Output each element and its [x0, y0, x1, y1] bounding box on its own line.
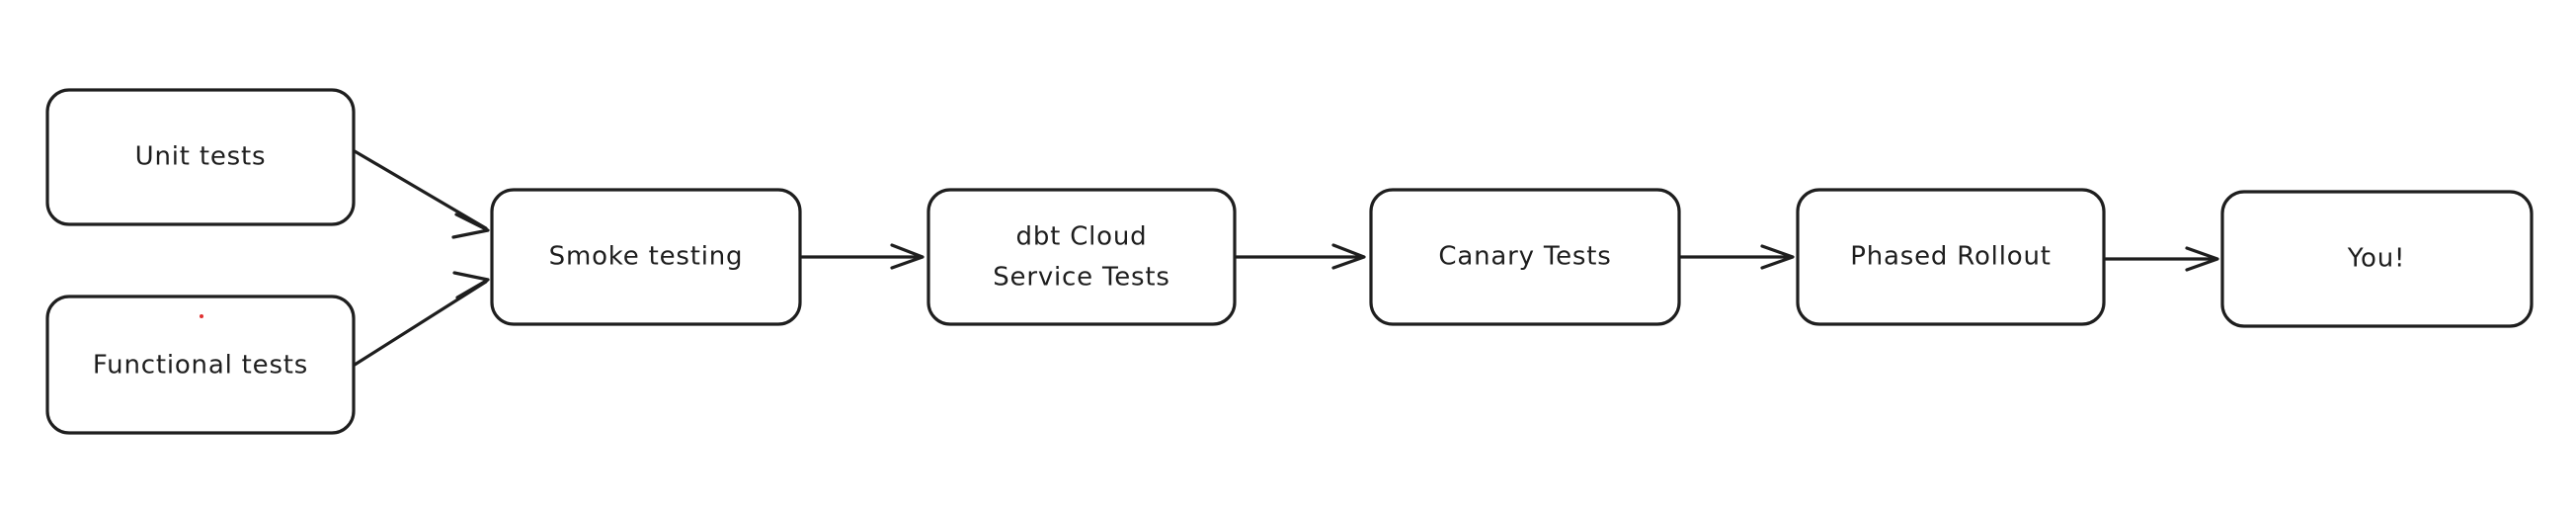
node-unit-tests-shape[interactable] — [45, 88, 356, 226]
edge-unit-to-smoke — [353, 149, 490, 239]
node-canary-tests-shape[interactable] — [1369, 188, 1681, 326]
node-phased-rollout[interactable]: Phased Rollout — [1796, 188, 2106, 326]
node-you-shape[interactable] — [2220, 190, 2534, 328]
node-functional-tests-label: Functional tests — [93, 351, 308, 381]
node-dbt-cloud-service-tests[interactable]: dbt Cloud Service Tests — [926, 188, 1237, 326]
node-you[interactable]: You! — [2220, 190, 2534, 328]
node-functional-tests-shape[interactable] — [45, 295, 356, 435]
edge-canary-to-phased — [1679, 244, 1795, 270]
node-smoke-testing[interactable]: Smoke testing — [490, 188, 802, 326]
node-dbt-cloud-service-tests-label-line2: Service Tests — [993, 263, 1170, 293]
edge-smoke-to-dbt — [800, 243, 925, 270]
node-canary-tests[interactable]: Canary Tests — [1369, 188, 1681, 326]
node-smoke-testing-shape[interactable] — [490, 188, 802, 326]
edge-functional-to-smoke — [353, 271, 490, 367]
node-dbt-cloud-service-tests-label-line1: dbt Cloud — [1016, 222, 1148, 252]
node-dbt-cloud-service-tests-shape[interactable] — [926, 188, 1237, 326]
node-phased-rollout-shape[interactable] — [1796, 188, 2106, 326]
node-phased-rollout-label: Phased Rollout — [1850, 242, 2051, 272]
node-smoke-testing-label: Smoke testing — [549, 242, 744, 272]
node-canary-tests-label: Canary Tests — [1438, 242, 1611, 272]
edge-dbt-to-canary — [1235, 243, 1366, 270]
node-functional-tests[interactable]: Functional tests — [45, 295, 356, 435]
edge-phased-to-you — [2104, 246, 2219, 272]
node-unit-tests[interactable]: Unit tests — [45, 88, 356, 226]
node-unit-tests-label: Unit tests — [135, 142, 267, 172]
ink-speck-dot — [200, 314, 203, 318]
node-you-label: You! — [2347, 244, 2405, 274]
